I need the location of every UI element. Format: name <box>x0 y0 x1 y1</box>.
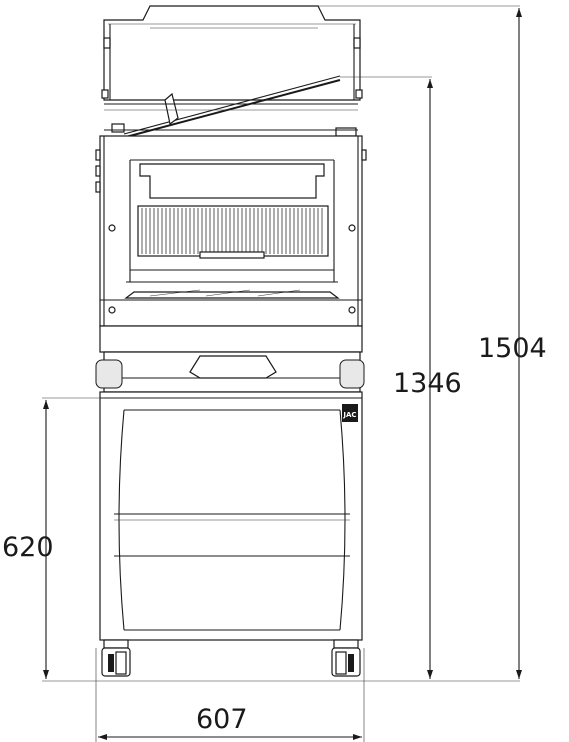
caster-left <box>101 639 131 677</box>
dimension-lines <box>42 5 522 742</box>
brand-logo: JAC <box>342 411 356 419</box>
top-lid <box>101 5 363 101</box>
stand-cabinet: JAC <box>99 391 363 641</box>
blades <box>141 208 323 254</box>
dimension-total-height: 1504 <box>478 333 547 364</box>
bread-slicer-machine: JAC <box>95 5 367 677</box>
dimension-width: 607 <box>196 704 248 735</box>
collection-tray <box>95 351 365 393</box>
dimension-stand-height: 620 <box>2 532 54 563</box>
dimension-labels: 1504 1346 620 607 <box>2 333 547 735</box>
dimension-slicer-height: 1346 <box>393 368 462 399</box>
caster-right <box>331 639 361 677</box>
blade-assembly <box>126 205 338 283</box>
bread-guide <box>99 289 363 353</box>
